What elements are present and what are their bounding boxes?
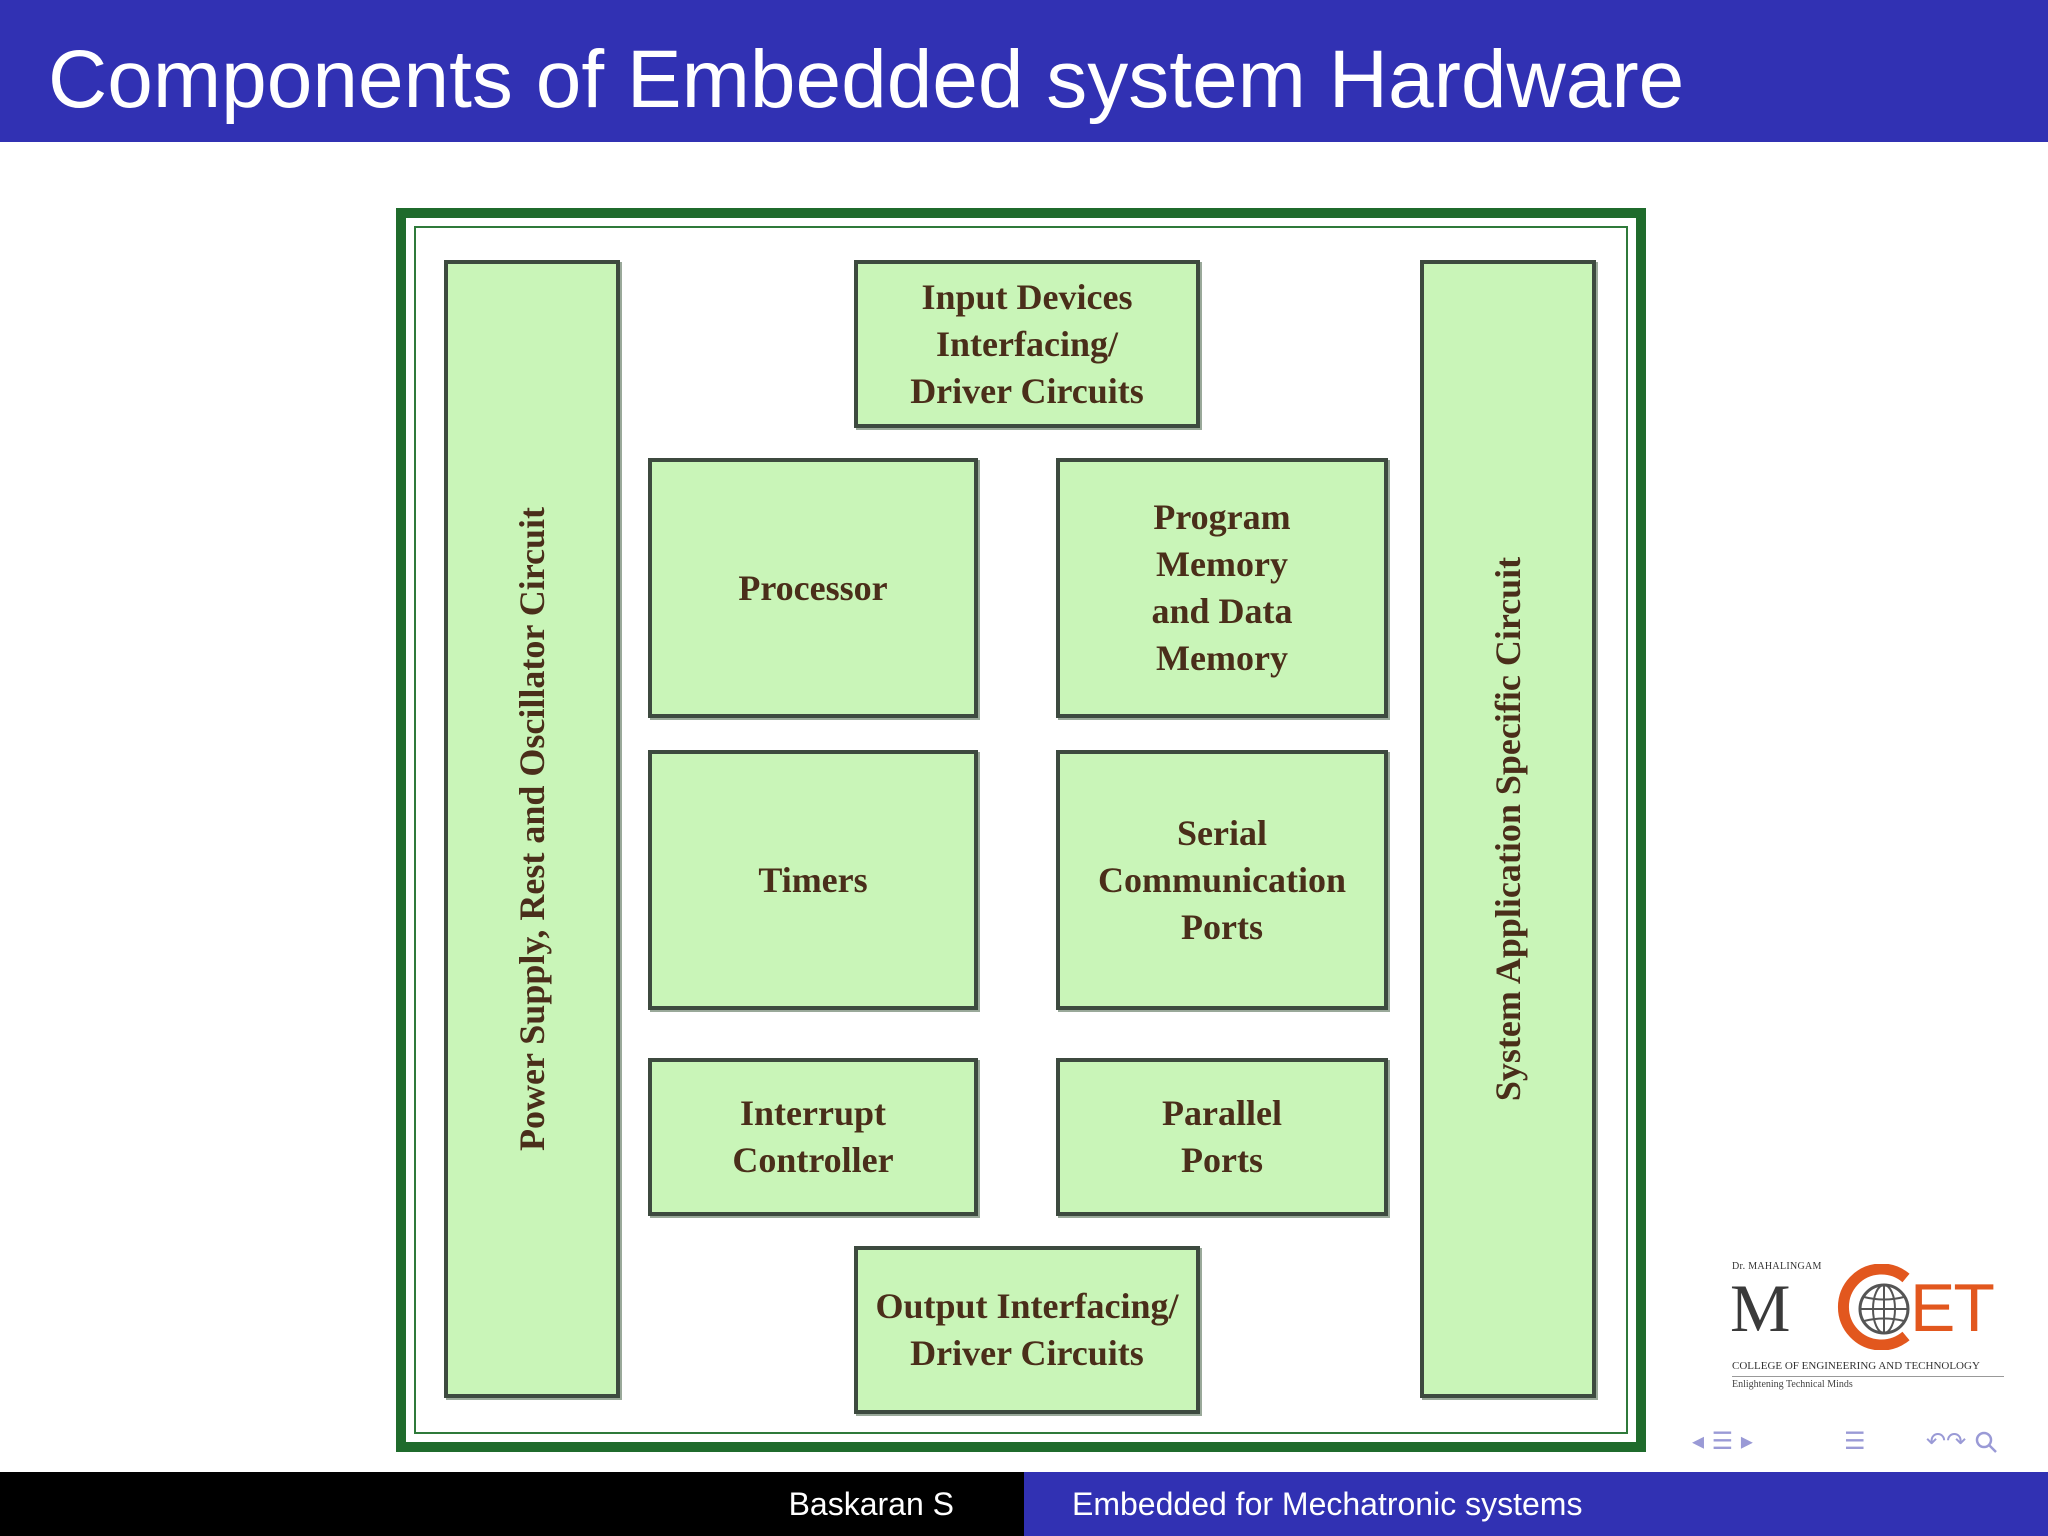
power-supply-label: Power Supply, Rest and Oscillator Circui… bbox=[512, 506, 552, 1152]
footer-right: Embedded for Mechatronic systems bbox=[1024, 1472, 2048, 1536]
nav-section-icon[interactable]: ☰ bbox=[1844, 1427, 1866, 1455]
search-icon[interactable] bbox=[1974, 1430, 2000, 1454]
footer-left: Baskaran S bbox=[0, 1472, 1024, 1536]
application-circuit-label: System Application Specific Circuit bbox=[1488, 556, 1528, 1102]
globe-icon bbox=[1837, 1264, 1910, 1350]
logo-divider bbox=[1732, 1376, 2004, 1377]
memory-block: Program Memory and Data Memory bbox=[1056, 458, 1388, 718]
output-interfacing-block: Output Interfacing/ Driver Circuits bbox=[854, 1246, 1200, 1414]
slide-title: Components of Embedded system Hardware bbox=[48, 34, 1685, 125]
logo-letter-m: M bbox=[1730, 1270, 1791, 1346]
application-circuit-bar: System Application Specific Circuit bbox=[1420, 260, 1596, 1398]
logo-tagline: Enlightening Technical Minds bbox=[1732, 1379, 1853, 1390]
logo-letters-et: ET bbox=[1910, 1270, 1995, 1346]
processor-block: Processor bbox=[648, 458, 978, 718]
interrupt-controller-block: Interrupt Controller bbox=[648, 1058, 978, 1216]
college-logo: Dr. MAHALINGAM M ET COLLEGE OF ENGINEERI… bbox=[1728, 1252, 2010, 1392]
footer-bar: Baskaran S Embedded for Mechatronic syst… bbox=[0, 1472, 2048, 1536]
hardware-diagram: Power Supply, Rest and Oscillator Circui… bbox=[396, 208, 1646, 1452]
serial-ports-block: Serial Communication Ports bbox=[1056, 750, 1388, 1010]
input-devices-block: Input Devices Interfacing/ Driver Circui… bbox=[854, 260, 1200, 428]
timers-block: Timers bbox=[648, 750, 978, 1010]
footer-author: Baskaran S bbox=[788, 1486, 954, 1522]
logo-college-name: COLLEGE OF ENGINEERING AND TECHNOLOGY bbox=[1732, 1360, 1980, 1372]
power-supply-bar: Power Supply, Rest and Oscillator Circui… bbox=[444, 260, 620, 1398]
header-bar: Components of Embedded system Hardware bbox=[0, 0, 2048, 142]
logo-small-text: Dr. MAHALINGAM bbox=[1732, 1261, 1822, 1272]
nav-undo-redo-icons[interactable]: ↶↷ bbox=[1926, 1427, 1967, 1455]
nav-search-controls[interactable]: ↶↷ bbox=[1926, 1426, 2000, 1456]
footer-title: Embedded for Mechatronic systems bbox=[1072, 1486, 1583, 1522]
parallel-ports-block: Parallel Ports bbox=[1056, 1058, 1388, 1216]
diagram-inner-frame bbox=[414, 226, 1628, 1434]
nav-frame-controls[interactable]: ◂ ☰ ▸ bbox=[1692, 1427, 1753, 1455]
